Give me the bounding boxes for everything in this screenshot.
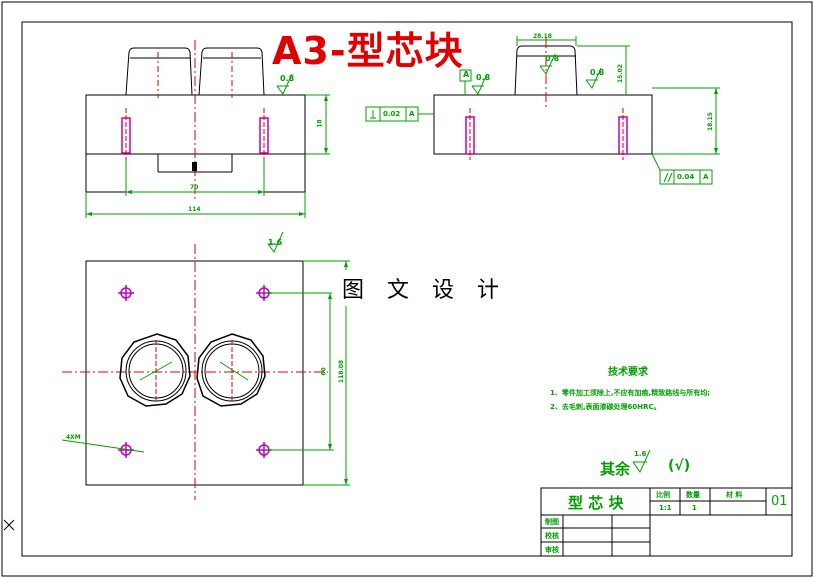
cross-mark xyxy=(3,519,15,531)
tech-req-item: 2、去毛刺,表面渗碳处理60HRC。 xyxy=(550,403,661,411)
title-block xyxy=(540,487,793,557)
side-view xyxy=(365,36,720,185)
roughness-value: 0.8 xyxy=(590,68,605,77)
dim-2810: 28.18 xyxy=(533,33,552,40)
roughness-value: 1.6 xyxy=(268,238,283,247)
watermark-text: 图 文 设 计 xyxy=(332,270,517,306)
roughness-front xyxy=(276,73,293,95)
datum-label: A xyxy=(463,70,470,79)
front-view xyxy=(85,40,330,218)
drawing-title: A3-型芯块 xyxy=(272,29,464,73)
roughness-value: 0.8 xyxy=(280,74,295,83)
tech-req-item: 1、零件加工须除上,不应有加痕,精致路线与所有均; xyxy=(550,389,710,397)
rest-roughness-label: 其余 xyxy=(600,460,631,478)
row-design: 制图 xyxy=(545,518,559,526)
rest-roughness-value: 1.6 xyxy=(634,450,647,458)
dim-60: 60 xyxy=(320,367,328,376)
front-core-left xyxy=(125,47,193,96)
part-name: 型 芯 块 xyxy=(568,494,624,512)
rest-roughness-mark: (√) xyxy=(668,458,691,474)
scale-value: 1:1 xyxy=(659,504,672,512)
roughness-rest xyxy=(632,449,651,474)
front-core-right xyxy=(198,47,265,96)
dim-118: 118.08 xyxy=(338,359,346,384)
dim-4xm: 4XM xyxy=(66,434,81,441)
pin-hole-tl xyxy=(118,285,134,301)
inner-border xyxy=(21,21,793,557)
drawing-number: 01 xyxy=(771,494,788,509)
dim-18: 18 xyxy=(316,119,324,128)
top-view xyxy=(61,231,350,500)
perp-ref: A xyxy=(409,110,415,118)
perp-value: 0.02 xyxy=(383,110,401,118)
row-approve: 审核 xyxy=(545,546,559,554)
roughness-value: 0.8 xyxy=(545,54,560,63)
roughness-side-1 xyxy=(471,73,488,95)
row-check: 校核 xyxy=(545,532,559,540)
roughness-top xyxy=(267,231,284,253)
col-scale: 比例 xyxy=(656,491,670,499)
col-material: 材 料 xyxy=(726,491,743,499)
dim-114: 114 xyxy=(188,206,201,213)
dim-70: 70 xyxy=(190,184,199,191)
qty-value: 1 xyxy=(692,504,697,512)
core-left-outline xyxy=(119,333,191,407)
dim-1815: 18.15 xyxy=(706,112,714,131)
col-qty: 数量 xyxy=(686,491,700,499)
side-base-block xyxy=(433,94,653,155)
roughness-side-2 xyxy=(539,53,556,75)
parallel-frame xyxy=(659,169,713,185)
roughness-value: 0.8 xyxy=(476,73,491,82)
perp-frame xyxy=(365,106,419,122)
dim-1502: 15.02 xyxy=(616,64,624,83)
tech-req-heading: 技术要求 xyxy=(608,367,648,378)
roughness-side-3 xyxy=(585,67,602,89)
core-right-outline xyxy=(196,333,266,407)
parallel-value: 0.04 xyxy=(677,173,695,181)
parallel-ref: A xyxy=(703,173,709,181)
